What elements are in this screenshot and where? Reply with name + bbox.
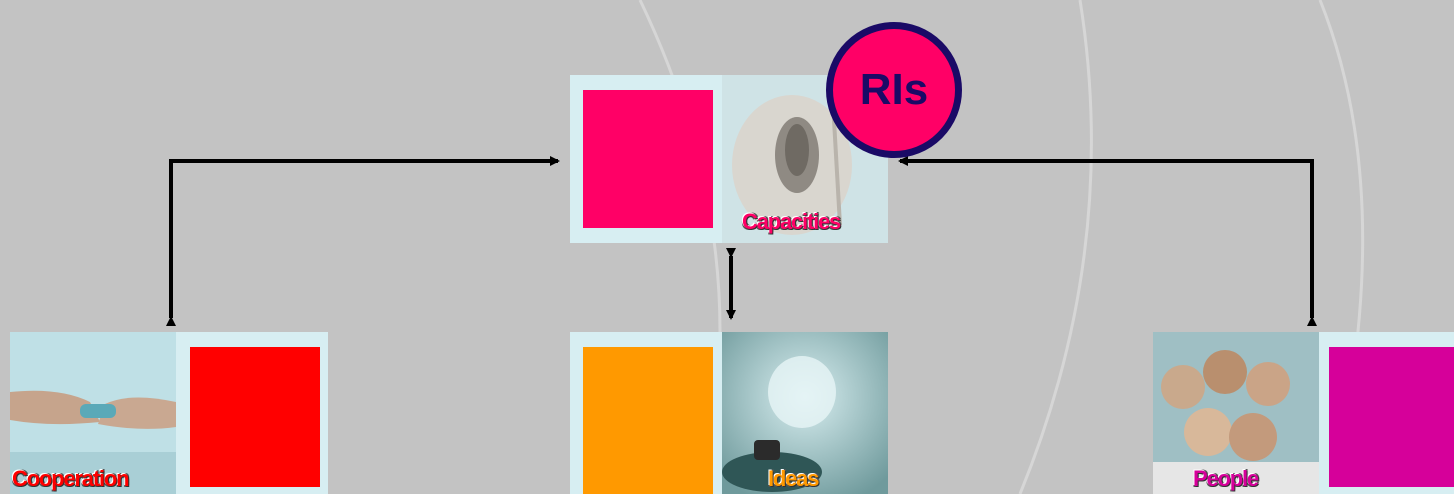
ideas-lightbulb-photo <box>722 332 888 494</box>
ris-badge: RIs <box>826 22 962 158</box>
people-swatch <box>1329 347 1454 487</box>
cooperation-label: Cooperation <box>12 466 130 491</box>
ris-badge-label: RIs <box>859 65 929 114</box>
people-group-photo <box>1153 332 1319 494</box>
ideas-node: Ideas <box>570 332 888 494</box>
cooperation-node: Cooperation <box>10 332 328 494</box>
capacities-label: Capacities <box>742 209 841 234</box>
arrow-cooperation-capacities <box>166 156 560 326</box>
people-node: People <box>1153 332 1454 494</box>
people-label: People <box>1193 466 1259 491</box>
ideas-label: Ideas <box>768 466 819 491</box>
capacities-swatch <box>583 90 713 228</box>
arrow-people-capacities <box>898 156 1317 326</box>
cooperation-swatch <box>190 347 320 487</box>
cooperation-hands-photo <box>10 332 176 494</box>
ideas-swatch <box>583 347 713 494</box>
